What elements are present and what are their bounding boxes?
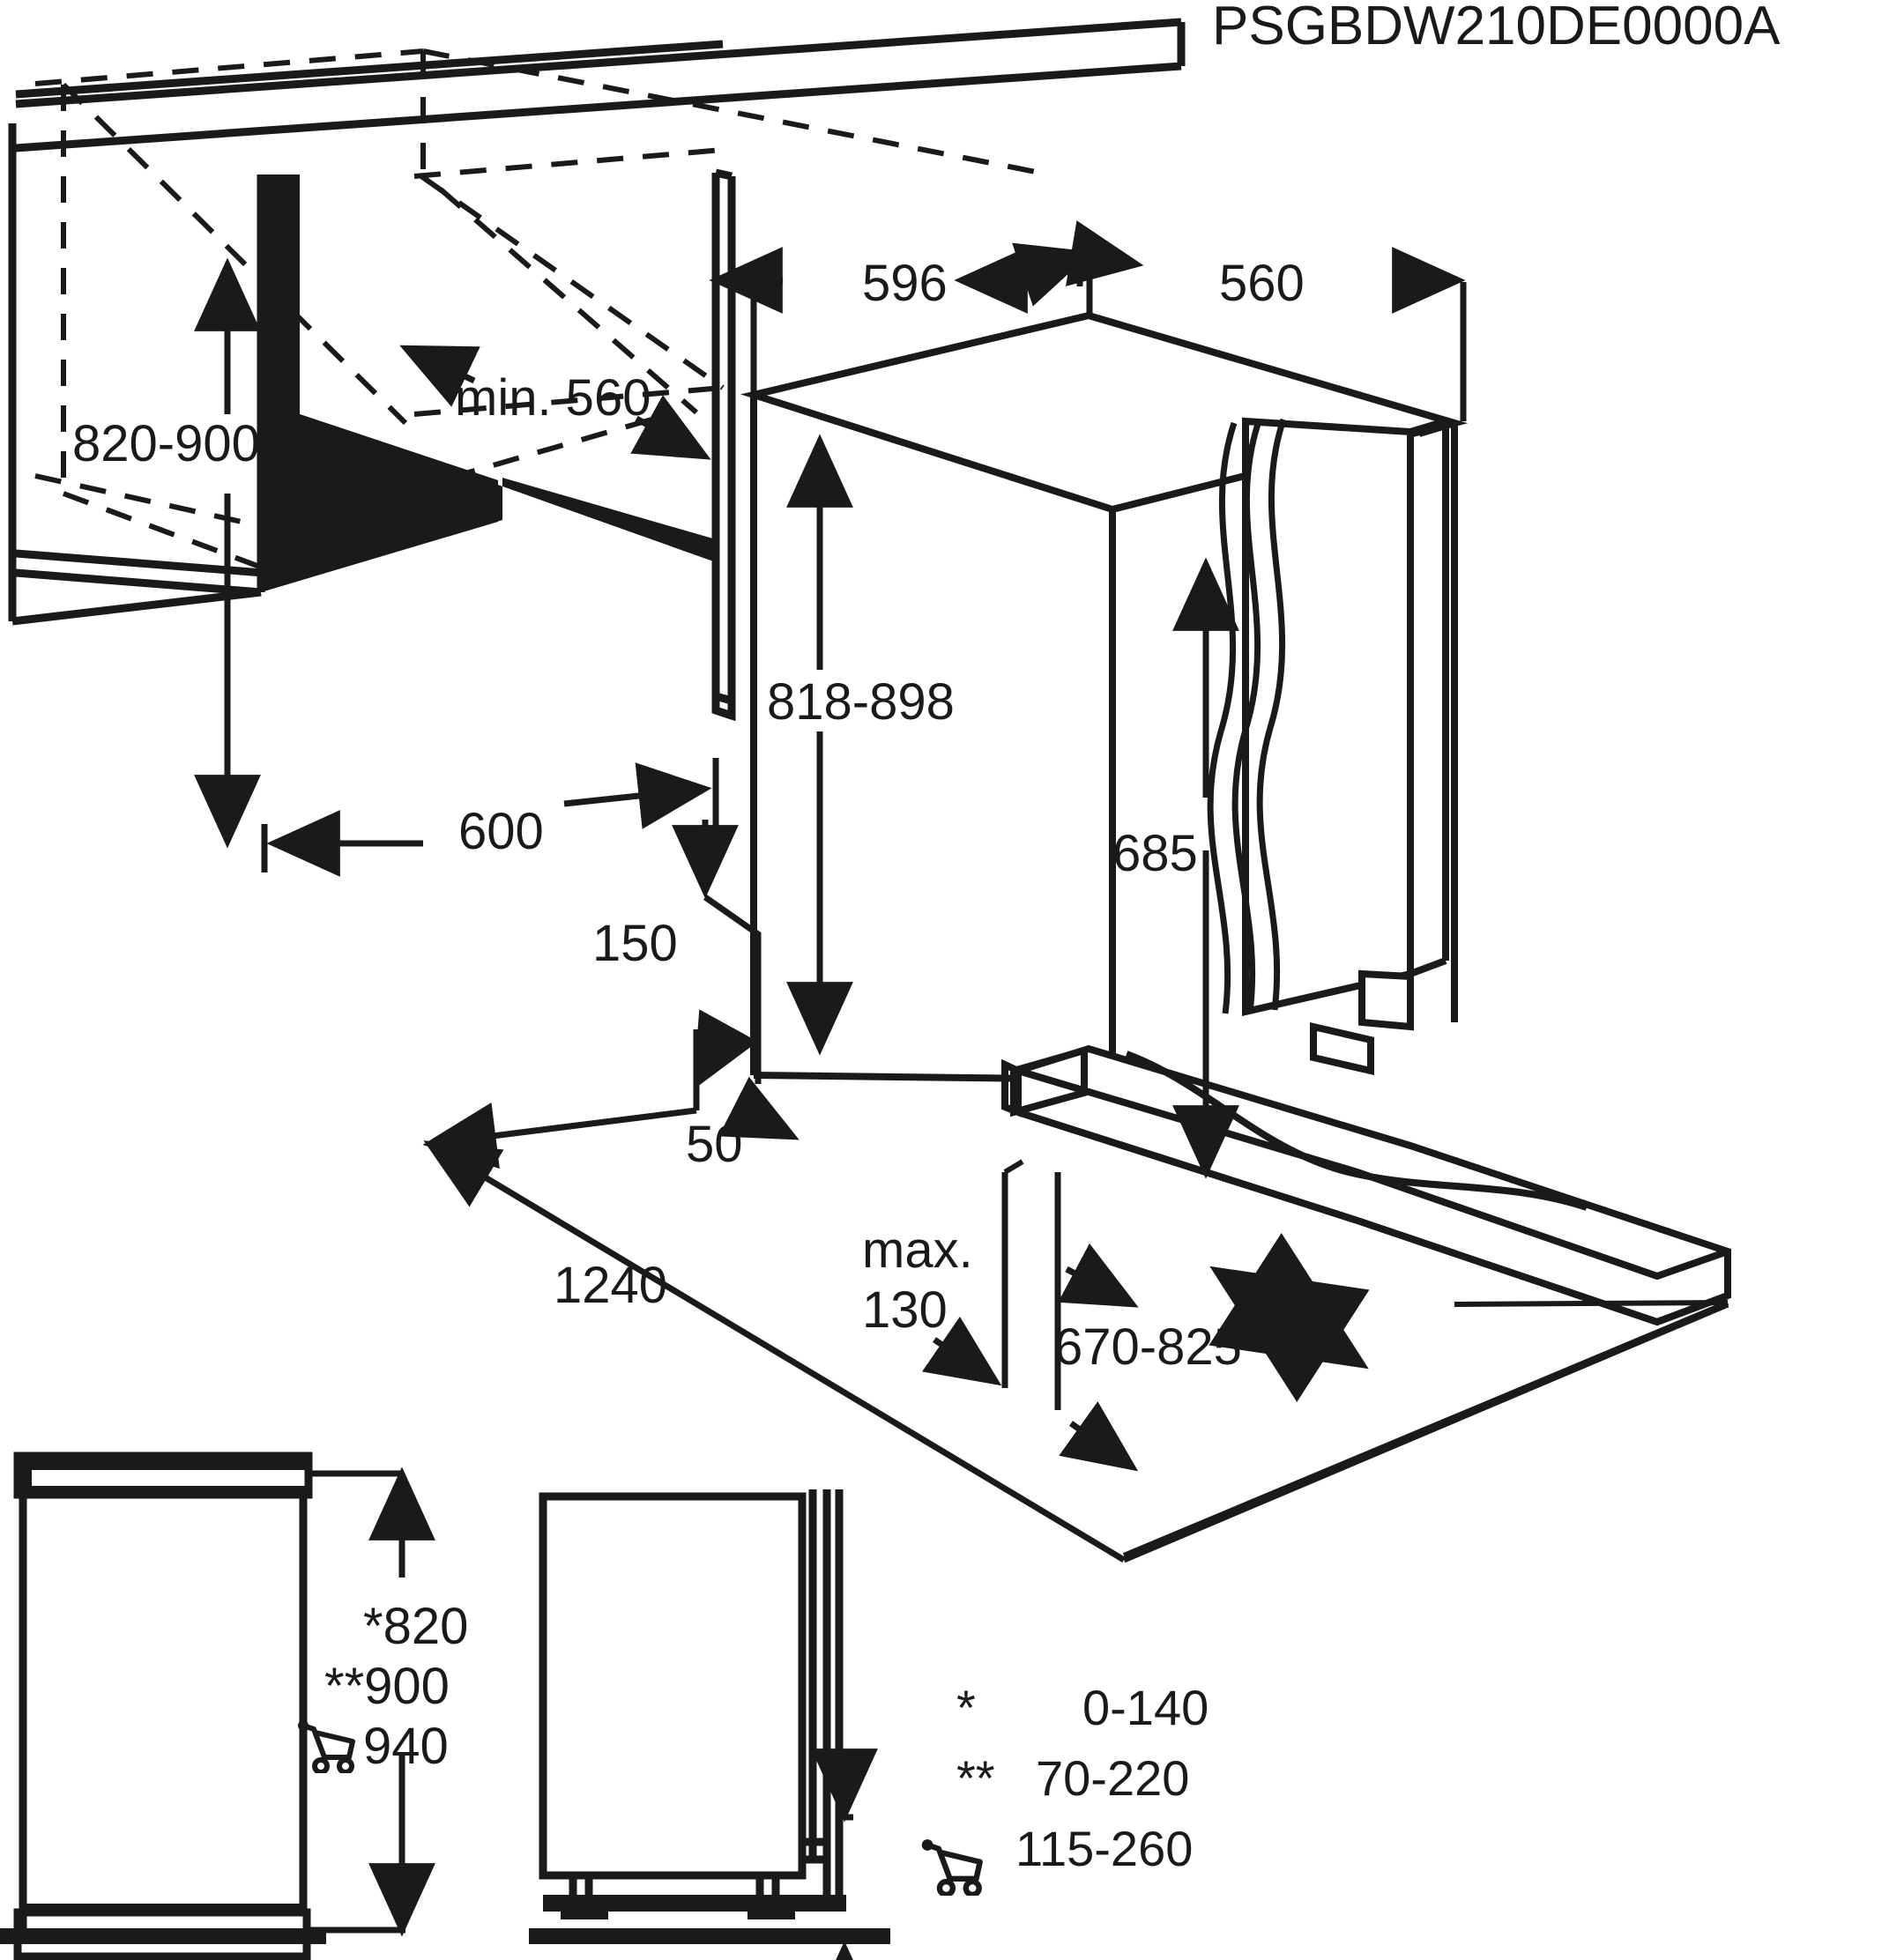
side-elevation-drawing [539,1489,846,1912]
cart-icon [298,1719,360,1778]
dim-door-open-width: 670-825 [1054,1318,1242,1376]
legend-marker-1: * [956,1680,976,1735]
dim-front-offset: 50 [686,1116,743,1173]
legend-marker-2: ** [956,1750,995,1806]
layer-niche-shadow [261,174,716,592]
dim-niche-height: 820-900 [72,415,260,472]
layer-main-dim-lines [194,220,1729,1563]
dim-door-height: 685 [1112,825,1198,882]
layer-cabinet-hidden-edges [34,48,1041,571]
layer-open-door-tray [1001,1021,1731,1326]
dim-niche-width: 600 [458,803,544,860]
legend-value-3: 115-260 [1015,1821,1194,1876]
layer-door-panel-right [1242,417,1449,1031]
layer-cabinet-outline [8,123,265,626]
front-elevation-filled [0,1456,326,1944]
side-elevation-filled [529,1895,890,1944]
layer-door-front-panel [711,168,736,722]
dim-appliance-height: 818-898 [767,673,955,731]
layer-diagonal-guides [1003,1159,1729,1558]
front-elevation-dim [307,1466,435,1937]
front-elevation-drawing [0,1451,326,1960]
layer-appliance-body [740,311,1469,1083]
drawing-code: PSGBDW210DE0000A [1212,0,1781,56]
legend-value-2: 70-220 [1036,1750,1190,1806]
side-elevation-dim [811,1748,878,1960]
dim-plinth-recess: 150 [592,915,678,972]
dim-appliance-width: 560 [1219,255,1305,312]
dim-niche-depth-min: min. 560 [455,369,651,427]
legend-value-1: 0-140 [1082,1680,1209,1735]
front-note-2: **900 [324,1658,450,1715]
layer-double-arrow-swing [1209,1233,1370,1402]
layer-cabinet-worktop [15,18,1186,152]
front-note-3: 940 [363,1718,449,1775]
dim-plinth-max: max. 130 [862,1221,973,1340]
layer-hose-wavy-lines [1207,418,1287,1014]
cart-icon-legend [921,1838,988,1900]
dim-door-open-depth: 1240 [554,1257,668,1314]
front-note-1: *820 [363,1598,469,1655]
dim-appliance-depth: 596 [862,255,948,312]
